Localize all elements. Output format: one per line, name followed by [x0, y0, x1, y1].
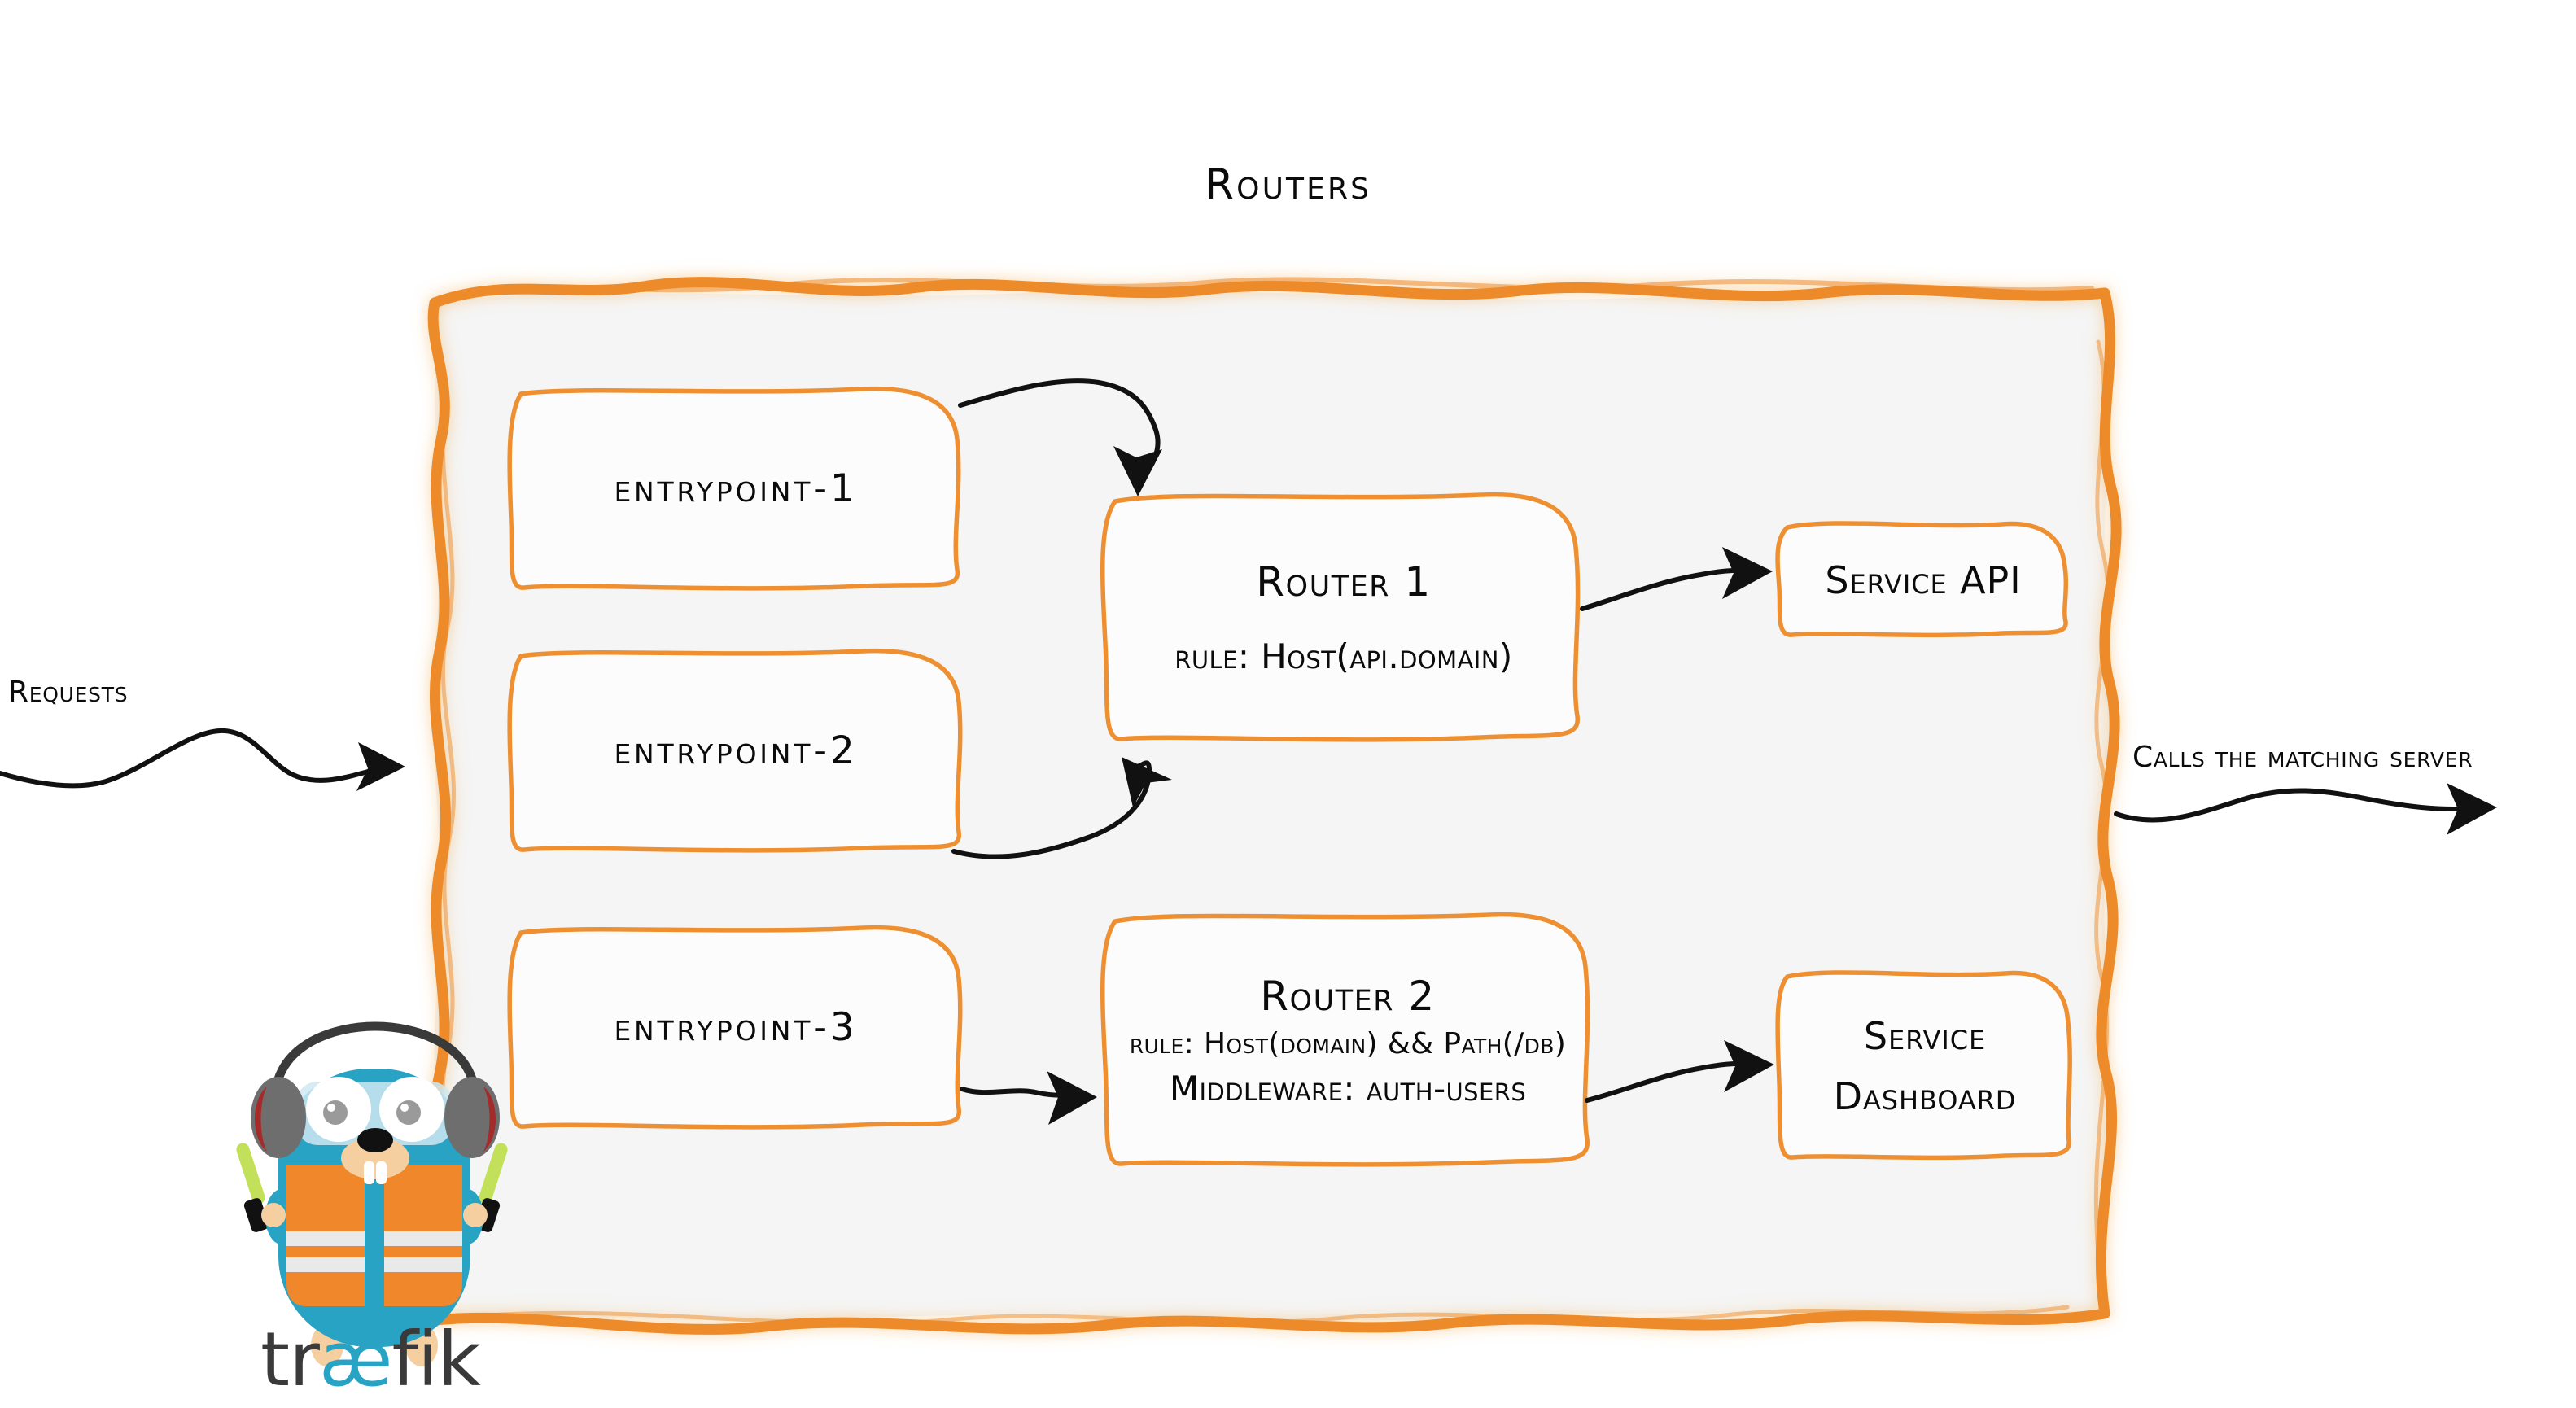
page-title: Routers	[1204, 160, 1372, 209]
service-api-label: Service API	[1825, 558, 2022, 602]
router-2-middleware: Middleware: auth-users	[1169, 1069, 1527, 1109]
pupil-right	[396, 1100, 421, 1125]
requests-caption: Requests	[8, 676, 129, 709]
nose	[357, 1128, 393, 1152]
service-api-node[interactable]: Service API	[1778, 523, 2069, 638]
wordmark-part2: fik	[391, 1316, 481, 1403]
tooth-left	[364, 1161, 374, 1184]
marshalling-wand-left	[236, 1143, 269, 1232]
pupil-left	[323, 1100, 348, 1125]
service-dashboard-node[interactable]: Service Dashboard	[1778, 972, 2072, 1161]
traefik-wordmark: træfik	[236, 1323, 505, 1397]
router-2-rule: rule: Host(domain) && Path(/db)	[1129, 1027, 1567, 1061]
entrypoint-3-label: entrypoint-3	[614, 1005, 858, 1051]
entrypoint-1-node[interactable]: entrypoint-1	[511, 389, 960, 589]
hand-left	[261, 1203, 286, 1227]
entrypoint-2-node[interactable]: entrypoint-2	[511, 651, 960, 851]
entrypoint-2-label: entrypoint-2	[614, 728, 858, 774]
entrypoint-3-node[interactable]: entrypoint-3	[511, 928, 960, 1128]
safety-vest	[286, 1165, 462, 1306]
router-2-node[interactable]: Router 2 rule: Host(domain) && Path(/db)…	[1104, 915, 1592, 1167]
headphones	[251, 1021, 500, 1158]
service-dashboard-label-line1: Service	[1863, 1013, 1987, 1058]
snout	[341, 1137, 409, 1179]
entrypoint-1-label: entrypoint-1	[614, 466, 858, 512]
hand-right	[463, 1203, 488, 1227]
router-1-rule: rule: Host(api.domain)	[1174, 636, 1513, 677]
wordmark-ae-ligature: æ	[319, 1316, 392, 1403]
router-1-node[interactable]: Router 1 rule: Host(api.domain)	[1104, 495, 1584, 741]
service-dashboard-label-line2: Dashboard	[1833, 1074, 2017, 1118]
tooth-right	[376, 1161, 387, 1184]
calls-matching-server-caption: Calls the matching server	[2132, 741, 2473, 774]
traefik-gopher-mascot	[236, 1021, 508, 1366]
router-2-title: Router 2	[1260, 972, 1436, 1020]
wordmark-part1: tr	[260, 1316, 320, 1403]
router-1-title: Router 1	[1256, 558, 1432, 606]
